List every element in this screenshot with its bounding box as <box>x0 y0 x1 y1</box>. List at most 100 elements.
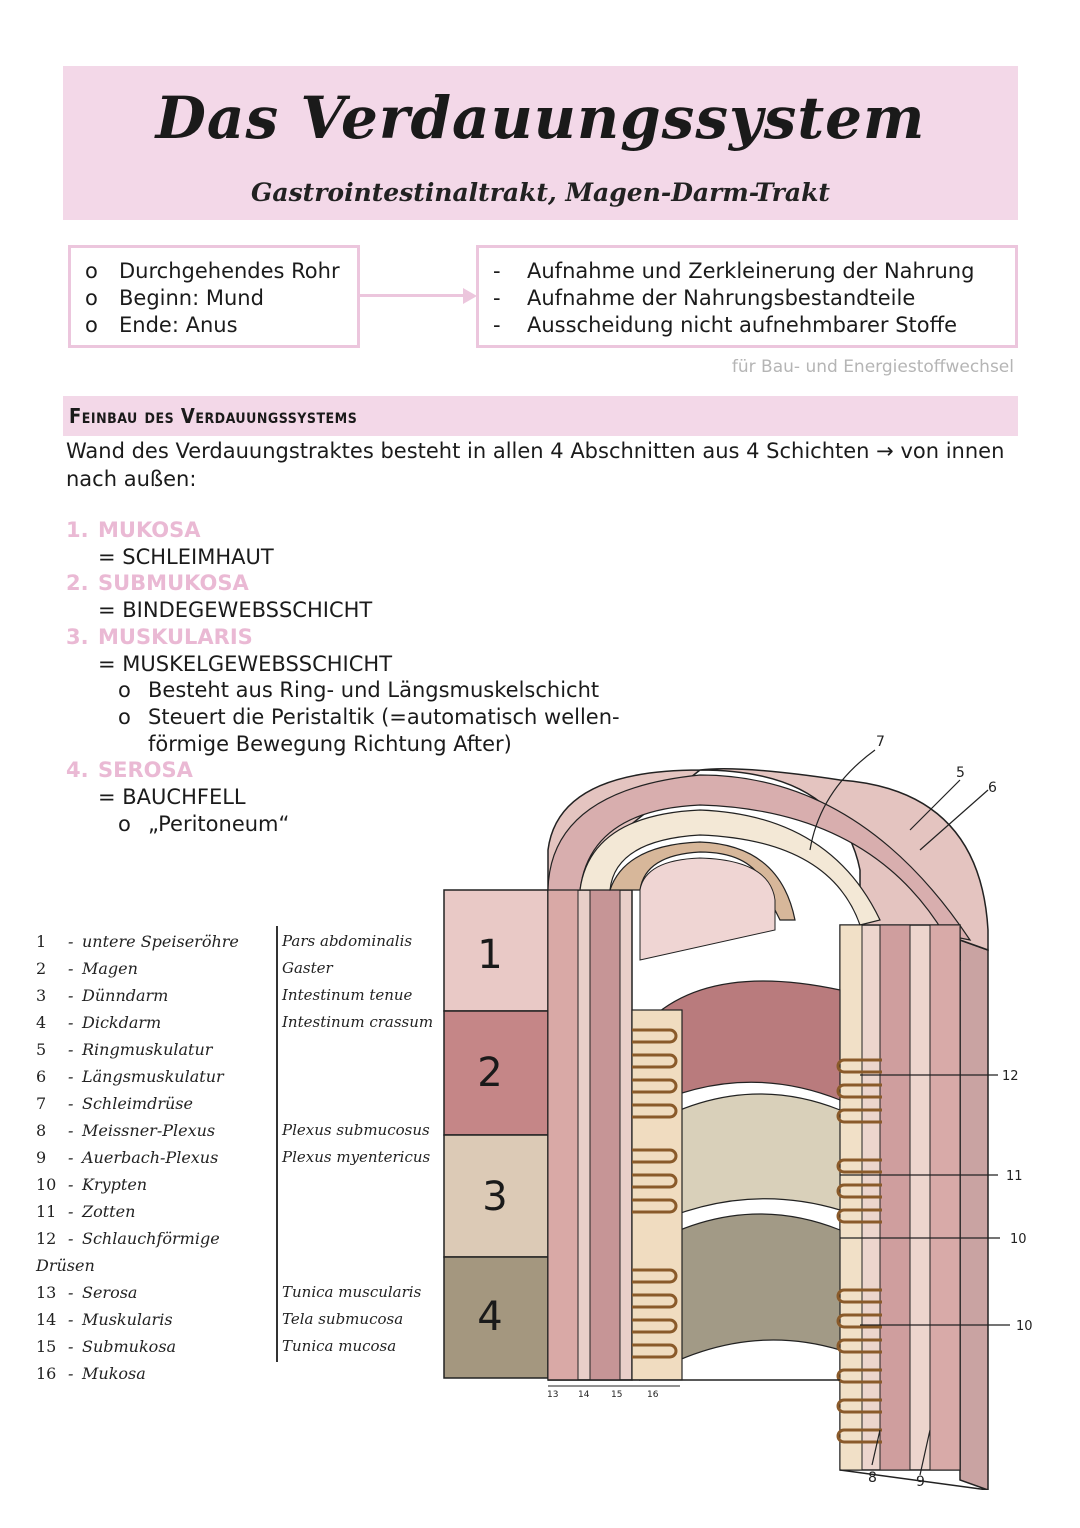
legend-item: 6-Längsmuskulatur <box>36 1067 224 1086</box>
tick-15: 15 <box>611 1390 622 1400</box>
layer-heading: 4.SEROSA <box>66 758 193 783</box>
latin-term: Gaster <box>282 959 333 977</box>
section-bar: Feinbau des Verdauungssystems <box>63 396 1018 436</box>
right-bottom-edge <box>839 1469 989 1490</box>
diagram-legend: 1-untere Speiseröhre 2-Magen 3-Dünndarm 4-D… <box>36 928 276 1387</box>
callout-11: 11 <box>1006 1169 1023 1184</box>
legend-item: 11-Zotten <box>36 1202 136 1221</box>
legend-item: 16-Mukosa <box>36 1364 146 1383</box>
callout-10b: 10 <box>1016 1319 1033 1334</box>
latin-term <box>282 1036 442 1063</box>
legend-item: 12-Schlauchförmige Drüsen <box>36 1229 220 1275</box>
arch-submucosa-band <box>579 809 881 926</box>
latin-term <box>282 1252 442 1279</box>
legend-item: 13-Serosa <box>36 1283 138 1302</box>
callout-line-5 <box>909 779 961 831</box>
layer-heading: 1.MUKOSA <box>66 518 201 542</box>
section-number-3: 3 <box>482 1174 507 1220</box>
section-intro: Wand des Verdauungstraktes besteht in al… <box>66 439 1005 491</box>
digestive-wall-diagram: 1 2 3 4 7 5 6 12 11 10 10 8 9 13 14 <box>443 734 1033 1490</box>
callout-7: 7 <box>876 734 885 750</box>
callout-8: 8 <box>868 1470 877 1486</box>
layer-description: = BAUCHFELL <box>98 785 246 810</box>
latin-term: Pars abdominalis <box>282 932 413 950</box>
legend-item: 1-untere Speiseröhre <box>36 932 239 951</box>
layer-description: = SCHLEIMHAUT <box>98 544 274 569</box>
section-number-1: 1 <box>477 932 502 978</box>
legend-item: 5-Ringmuskulatur <box>36 1040 213 1059</box>
section-title: Feinbau des Verdauungssystems <box>69 404 358 428</box>
callout-line-8 <box>871 1429 881 1466</box>
latin-term <box>282 1063 442 1090</box>
latin-term: Tela submucosa <box>282 1310 404 1328</box>
latin-term: Plexus myentericus <box>282 1148 431 1166</box>
left-crypts <box>632 1028 678 1359</box>
layer-description: = BINDEGEWEBSSCHICHT <box>98 598 373 623</box>
layers-list: 1.MUKOSA = SCHLEIMHAUT 2.SUBMUKOSA = BIN… <box>66 517 686 837</box>
section-swatch-2 <box>443 1010 549 1136</box>
tick-14: 14 <box>578 1390 590 1400</box>
left-gland-column <box>631 1009 683 1381</box>
right-submucosa-layer <box>879 924 911 1471</box>
legend-item: 8-Meissner-Plexus <box>36 1121 216 1140</box>
section-swatch-3 <box>443 1134 549 1258</box>
layer-heading: 3.MUSKULARIS <box>66 624 253 649</box>
layer-description: = MUSKELGEWEBSSCHICHT <box>98 651 393 676</box>
legend-divider <box>276 926 278 1362</box>
section-number-4: 4 <box>477 1294 502 1340</box>
lumen-stomach <box>639 980 841 1111</box>
callout-5: 5 <box>956 765 965 781</box>
right-crypts <box>836 1058 882 1444</box>
latin-term: Intestinum tenue <box>282 986 413 1004</box>
callout-12: 12 <box>1002 1069 1019 1084</box>
legend-item: 3-Dünndarm <box>36 986 169 1005</box>
latin-term: Tunica mucosa <box>282 1337 397 1355</box>
tick-13: 13 <box>547 1390 558 1400</box>
list-item: -Aufnahme und Zerkleinerung der Nahrung <box>493 259 975 283</box>
legend-item: 15-Submukosa <box>36 1337 177 1356</box>
callout-6: 6 <box>988 780 997 796</box>
callout-10a: 10 <box>1010 1232 1027 1247</box>
footnote: für Bau- und Energiestoffwechsel <box>731 357 1014 377</box>
legend-item: 10-Krypten <box>36 1175 148 1194</box>
layer-note-continuation: förmige Bewegung Richtung After) <box>148 731 512 756</box>
callout-line-7 <box>809 749 876 851</box>
arch-mucosa-band <box>609 841 796 921</box>
right-muscle-layer <box>929 924 961 1471</box>
latin-term: Plexus submucosus <box>282 1121 430 1139</box>
callout-line-6 <box>919 789 989 851</box>
page-subtitle: Gastrointestinaltrakt, Magen-Darm-Trakt <box>251 178 830 207</box>
section-swatch-1 <box>443 889 549 1012</box>
callout-line-9 <box>919 1429 931 1476</box>
arch-muscle-band <box>547 774 972 941</box>
legend-item: 4-Dickdarm <box>36 1013 162 1032</box>
header-banner: Das Verdauungssystem Gastrointestinaltra… <box>63 66 1018 220</box>
left-submucosa-layer <box>589 889 621 1381</box>
latin-term: Tunica muscularis <box>282 1283 422 1301</box>
page-title: Das Verdauungssystem <box>155 84 926 152</box>
arrow-right-icon <box>463 288 477 304</box>
tick-16: 16 <box>647 1390 659 1400</box>
arrow-line <box>357 294 465 297</box>
latin-term <box>282 1171 442 1198</box>
latin-term <box>282 1198 442 1225</box>
latin-term: Intestinum crassum <box>282 1013 434 1031</box>
list-item: -Ausscheidung nicht aufnehmbarer Stoffe <box>493 313 957 337</box>
overview-right-box: -Aufnahme und Zerkleinerung der Nahrung … <box>476 245 1018 348</box>
list-item: -Aufnahme der Nahrungsbestandteile <box>493 286 916 310</box>
legend-item: 9-Auerbach-Plexus <box>36 1148 219 1167</box>
layer-heading: 2.SUBMUKOSA <box>66 571 249 596</box>
legend-item: 7-Schleimdrüse <box>36 1094 193 1113</box>
callout-9: 9 <box>916 1474 925 1490</box>
legend-item: 2-Magen <box>36 959 138 978</box>
left-muscle-layer <box>547 889 579 1381</box>
latin-term <box>282 1225 442 1252</box>
legend-item: 14-Muskularis <box>36 1310 173 1329</box>
lumen-esophagus <box>639 857 776 961</box>
latin-term <box>282 1090 442 1117</box>
